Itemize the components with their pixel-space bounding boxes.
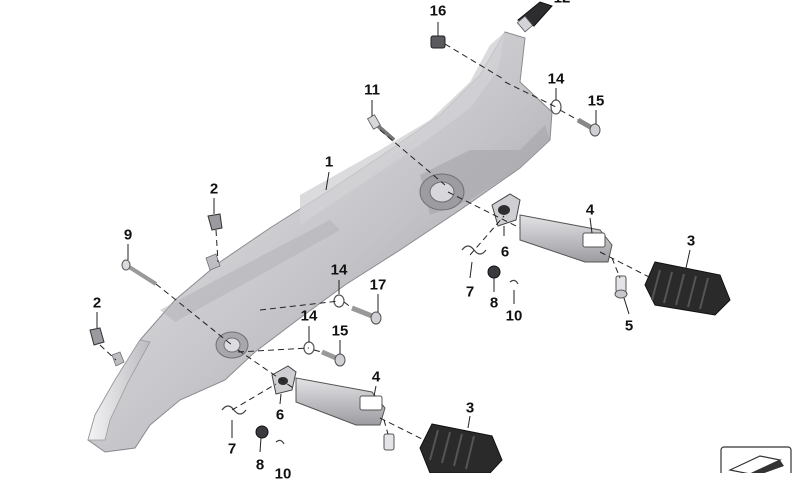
- callout-14-low: 14: [300, 307, 318, 325]
- callout-8-top: 8: [489, 294, 499, 312]
- callout-7-bottom: 7: [227, 440, 237, 458]
- part-2-clip-top: [207, 213, 223, 231]
- part-8-washer-upper: [487, 265, 501, 279]
- callout-8-bottom: 8: [255, 456, 265, 474]
- callout-1: 1: [324, 153, 334, 171]
- part-5-pin-upper: [614, 275, 628, 299]
- callout-16: 16: [429, 2, 447, 20]
- part-10-ring-lower: [275, 439, 285, 445]
- part-16-nut: [430, 35, 446, 49]
- part-10-ring-upper: [509, 279, 519, 285]
- leader-lines: [96, 22, 691, 453]
- callout-17: 17: [369, 276, 387, 294]
- part-14-washer-mid: [333, 294, 345, 308]
- callout-4-top: 4: [585, 201, 595, 219]
- callout-15-top: 15: [587, 92, 605, 110]
- part-12-screw: [516, 1, 553, 33]
- callout-12: 12: [554, 0, 571, 6]
- part-15-bolt-low: [321, 349, 346, 367]
- part-8-washer-lower: [255, 425, 269, 439]
- callout-15-low: 15: [331, 322, 349, 340]
- part-11-bolt: [366, 114, 396, 142]
- callout-6-bottom: 6: [275, 406, 285, 424]
- callout-2-bottom: 2: [92, 294, 102, 312]
- callout-11: 11: [364, 81, 380, 99]
- part-5-pin-lower: [383, 433, 395, 451]
- part-6-bracket-lower: [271, 365, 297, 395]
- catalog-view-icon: [720, 446, 792, 478]
- callout-10-bottom: 10: [274, 465, 292, 483]
- callout-4-bottom: 4: [371, 368, 381, 386]
- part-3-rubber-upper: [644, 261, 731, 316]
- part-4-footrest-lower: [295, 377, 386, 426]
- callout-9: 9: [123, 226, 133, 244]
- parts-diagram: 16 12 11 14 15 1 2 4 9 3 6 14 17 7 8 10 …: [87, 0, 792, 482]
- part-17-bolt: [351, 305, 382, 325]
- callout-14-mid: 14: [330, 261, 348, 279]
- callout-7-top: 7: [465, 283, 475, 301]
- part-3-rubber-lower: [419, 423, 503, 474]
- part-7-spring-upper: [461, 245, 487, 255]
- callout-5: 5: [624, 317, 634, 335]
- part-2-clip-bottom: [89, 327, 105, 346]
- part-9-bolt: [121, 259, 158, 286]
- part-7-spring-lower: [221, 405, 247, 415]
- callout-6-top: 6: [500, 243, 510, 261]
- part-6-bracket-upper: [491, 193, 521, 227]
- callout-3-top: 3: [686, 232, 696, 250]
- callout-10-top: 10: [505, 307, 523, 325]
- assembly-lines: [99, 43, 656, 445]
- callout-3-bottom: 3: [465, 399, 475, 417]
- part-4-footrest-upper: [519, 214, 613, 263]
- callout-2-top: 2: [209, 180, 219, 198]
- part-15-bolt-top: [576, 117, 601, 137]
- part-14-washer-top: [550, 99, 562, 115]
- callout-14-top: 14: [547, 70, 565, 88]
